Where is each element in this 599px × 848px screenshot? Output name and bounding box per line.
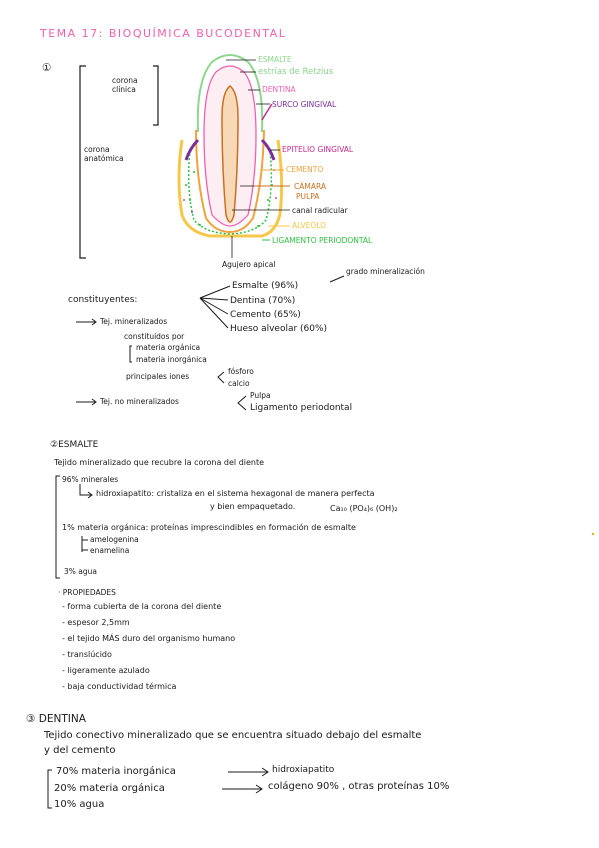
label-camara-1: CÁMARA <box>294 182 327 191</box>
min-list-0: Esmalte (96%) <box>232 281 299 291</box>
corona-clinica-label-2: clínica <box>112 85 136 94</box>
dentina-def-1: Tejido conectivo mineralizado que se enc… <box>44 730 422 741</box>
label-epitelio: EPITELIO GINGIVAL <box>282 145 354 154</box>
no-min-ligamento: Ligamento periodontal <box>250 403 353 413</box>
label-esmalte: ESMALTE <box>258 55 292 64</box>
label-ligamento: LIGAMENTO PERIODONTAL <box>272 236 373 245</box>
corona-clinica-label-1: corona <box>112 76 138 85</box>
alveolo-shape <box>177 139 284 238</box>
esmalte-96: 96% minerales <box>62 475 119 484</box>
ligament-shape <box>187 149 273 235</box>
materia-inorganica: materia inorgánica <box>136 355 207 364</box>
mineralizados-label: Tej. mineralizados <box>100 317 168 326</box>
prop-3: - translúcido <box>62 650 112 659</box>
dentina-row-2: 10% agua <box>54 799 105 810</box>
min-list-3: Hueso alveolar (60%) <box>230 324 328 334</box>
esmalte-1: 1% materia orgánica: proteínas imprescin… <box>62 523 356 532</box>
prop-0: - forma cubierta de la corona del diente <box>62 602 222 611</box>
label-dentina: DENTINA <box>262 85 296 94</box>
corona-anatomica-label-2: anatómica <box>84 154 124 163</box>
dentina-row-1: 20% materia orgánica <box>54 783 165 794</box>
label-agujero: Agujero apical <box>222 260 276 269</box>
esmalte-hidroxi-2: y bien empaquetado. <box>210 502 296 511</box>
esmalte-heading: ②ESMALTE <box>50 440 99 450</box>
min-list-1: Dentina (70%) <box>230 296 296 306</box>
corona-anatomica-label-1: corona <box>84 145 110 154</box>
protein-amelogenina: amelogenina <box>90 535 139 544</box>
label-cemento: CEMENTO <box>286 165 324 174</box>
propiedades-title: · PROPIEDADES <box>58 588 116 597</box>
esmalte-hidroxi: hidroxiapatito: cristaliza en el sistema… <box>96 489 375 498</box>
grado-label: grado mineralización <box>346 267 425 276</box>
esmalte-3: 3% agua <box>64 567 97 576</box>
label-alveolo: ALVEOLO <box>292 221 327 230</box>
prop-2: - el tejido MÁS duro del organismo human… <box>62 634 236 643</box>
ion-fosforo: fósforo <box>228 367 254 376</box>
esmalte-definition: Tejido mineralizado que recubre la coron… <box>54 458 265 467</box>
dentina-row-1-result: colágeno 90% , otras proteínas 10% <box>268 781 450 792</box>
no-min-pulpa: Pulpa <box>250 391 271 400</box>
dentina-def-2: y del cemento <box>44 745 116 756</box>
label-retzius: estrías de Retzius <box>258 67 334 77</box>
prop-5: - baja conductividad térmica <box>62 682 177 691</box>
materia-organica: materia orgánica <box>136 343 201 352</box>
protein-enamelina: enamelina <box>90 546 130 555</box>
min-list-2: Cemento (65%) <box>230 310 301 320</box>
dentina-row-0: 70% materia inorgánica <box>56 766 176 777</box>
esmalte-formula: Ca₁₀ (PO₄)₆ (OH)₂ <box>330 504 398 513</box>
iones-label: principales iones <box>126 372 190 381</box>
page-title: TEMA 17: BIOQUÍMICA BUCODENTAL <box>40 27 287 40</box>
prop-1: - espesor 2,5mm <box>62 618 130 627</box>
no-min-label: Tej. no mineralizados <box>100 397 179 406</box>
label-surco: SURCO GINGIVAL <box>272 100 337 109</box>
prop-4: - ligeramente azulado <box>62 666 150 675</box>
label-camara-2: PULPA <box>296 192 320 201</box>
dentina-row-0-result: hidroxiapatito <box>272 765 335 775</box>
constituyentes-label: constituyentes: <box>68 295 138 305</box>
pulpa-shape <box>221 85 239 223</box>
section-1-number: ① <box>42 62 52 74</box>
label-canal: canal radicular <box>292 206 348 215</box>
constituidos-label: constituidos por <box>124 332 185 341</box>
cemento-shape <box>195 129 265 234</box>
ion-calcio: calcio <box>228 379 250 388</box>
dentina-heading: ③ DENTINA <box>26 713 86 725</box>
